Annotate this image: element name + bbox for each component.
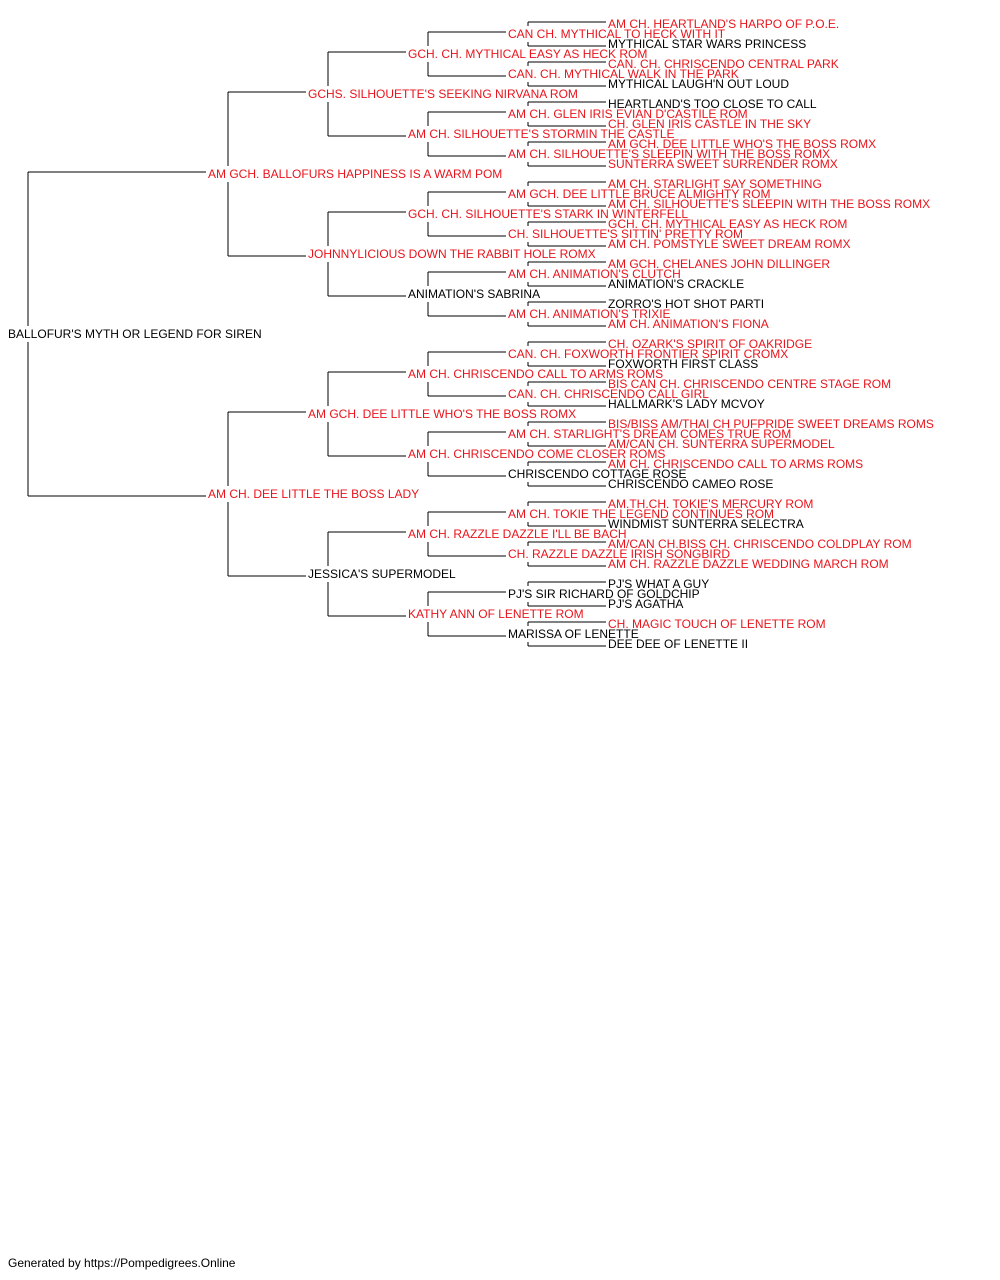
pedigree-entry-subject-sire-sire-sire-sire-sire: AM CH. HEARTLAND'S HARPO OF P.O.E. [608,17,839,31]
pedigree-entry-subject-dam-dam-dam-dam: MARISSA OF LENETTE [508,627,639,641]
pedigree-entry-subject-sire-dam-sire-sire: AM GCH. DEE LITTLE BRUCE ALMIGHTY ROM [508,187,771,201]
pedigree-entry-subject-dam-sire-dam-dam: CHRISCENDO COTTAGE ROSE [508,467,686,481]
pedigree-entry-subject-dam-sire-sire-dam-dam: HALLMARK'S LADY MCVOY [608,397,765,411]
pedigree-entry-subject-sire-sire: GCHS. SILHOUETTE'S SEEKING NIRVANA ROM [308,87,578,101]
pedigree-entry-subject-dam-sire-sire-dam: CAN. CH. CHRISCENDO CALL GIRL [508,387,709,401]
pedigree-entry-subject-dam-sire-sire: AM CH. CHRISCENDO CALL TO ARMS ROMS [408,367,663,381]
pedigree-entry-subject-dam-sire-sire-sire-sire: CH. OZARK'S SPIRIT OF OAKRIDGE [608,337,812,351]
pedigree-entry-subject-sire-sire-dam-sire: AM CH. GLEN IRIS EVIAN D'CASTILE ROM [508,107,748,121]
pedigree-entry-subject-sire-sire-sire-dam: CAN. CH. MYTHICAL WALK IN THE PARK [508,67,739,81]
pedigree-entry-subject-dam-dam-sire-dam-sire: AM/CAN CH.BISS CH. CHRISCENDO COLDPLAY R… [608,537,912,551]
pedigree-entry-subject-sire-sire-sire-dam-dam: MYTHICAL LAUGH'N OUT LOUD [608,77,789,91]
pedigree-entry-subject-dam-sire-dam-sire: AM CH. STARLIGHT'S DREAM COMES TRUE ROM [508,427,791,441]
pedigree-entry-subject-sire-sire-sire-sire-dam: MYTHICAL STAR WARS PRINCESS [608,37,806,51]
pedigree-entry-subject-dam-sire-sire-dam-sire: BIS CAN CH. CHRISCENDO CENTRE STAGE ROM [608,377,891,391]
pedigree-entry-subject-dam-dam-sire-sire: AM CH. TOKIE THE LEGEND CONTINUES ROM [508,507,774,521]
pedigree-entry-subject-sire-sire-dam-dam: AM CH. SILHOUETTE'S SLEEPIN WITH THE BOS… [508,147,830,161]
pedigree-entry-subject-sire-sire-dam-dam-dam: SUNTERRA SWEET SURRENDER ROMX [608,157,838,171]
pedigree-entry-subject-dam-sire-sire-sire-dam: FOXWORTH FIRST CLASS [608,357,758,371]
pedigree-entry-subject-dam-dam-dam-dam-sire: CH. MAGIC TOUCH OF LENETTE ROM [608,617,826,631]
pedigree-entry-subject-dam-sire-dam-dam-sire: AM CH. CHRISCENDO CALL TO ARMS ROMS [608,457,863,471]
pedigree-entry-subject-sire-sire-sire-sire: CAN CH. MYTHICAL TO HECK WITH IT [508,27,726,41]
pedigree-entry-subject-sire-sire-dam: AM CH. SILHOUETTE'S STORMIN THE CASTLE [408,127,675,141]
pedigree-entry-subject-sire-sire-sire: GCH. CH. MYTHICAL EASY AS HECK ROM [408,47,647,61]
pedigree-entry-subject-sire-dam-dam-sire-dam: ANIMATION'S CRACKLE [608,277,744,291]
pedigree-entry-subject-sire-dam-sire-sire-dam: AM CH. SILHOUETTE'S SLEEPIN WITH THE BOS… [608,197,930,211]
pedigree-entry-subject-dam-dam-dam-sire: PJ'S SIR RICHARD OF GOLDCHIP [508,587,700,601]
pedigree-entry-subject-sire-dam-sire: GCH. CH. SILHOUETTE'S STARK IN WINTERFEL… [408,207,688,221]
pedigree-entry-subject-sire-dam-dam-dam-sire: ZORRO'S HOT SHOT PARTI [608,297,764,311]
pedigree-entry-subject-sire-dam-sire-dam-dam: AM CH. POMSTYLE SWEET DREAM ROMX [608,237,850,251]
pedigree-entry-subject-dam: AM CH. DEE LITTLE THE BOSS LADY [208,487,419,501]
pedigree-entry-subject-sire-dam-sire-dam: CH. SILHOUETTE'S SITTIN' PRETTY ROM [508,227,743,241]
pedigree-entry-subject-dam-dam-sire-sire-sire: AM.TH.CH. TOKIE'S MERCURY ROM [608,497,813,511]
pedigree-entry-subject-dam-sire: AM GCH. DEE LITTLE WHO'S THE BOSS ROMX [308,407,576,421]
pedigree-entry-subject-sire-dam-sire-dam-sire: GCH. CH. MYTHICAL EASY AS HECK ROM [608,217,847,231]
pedigree-entry-subject-dam-dam-sire-sire-dam: WINDMIST SUNTERRA SELECTRA [608,517,804,531]
pedigree-entry-subject-dam-sire-dam-sire-dam: AM/CAN CH. SUNTERRA SUPERMODEL [608,437,835,451]
pedigree-entry-subject-dam-dam: JESSICA'S SUPERMODEL [308,567,456,581]
pedigree-entry-subject-dam-dam-dam: KATHY ANN OF LENETTE ROM [408,607,584,621]
pedigree-entry-subject-dam-sire-dam-sire-sire: BIS/BISS AM/THAI CH PUFPRIDE SWEET DREAM… [608,417,934,431]
footer-credit: Generated by https://Pompedigrees.Online [8,1256,236,1270]
pedigree-entry-subject-dam-sire-sire-sire: CAN. CH. FOXWORTH FRONTIER SPIRIT CROMX [508,347,788,361]
pedigree-entry-subject-dam-dam-dam-dam-dam: DEE DEE OF LENETTE II [608,637,748,651]
pedigree-entry-subject-sire-sire-dam-sire-dam: CH. GLEN IRIS CASTLE IN THE SKY [608,117,811,131]
pedigree-entry-subject-dam-dam-sire-dam: CH. RAZZLE DAZZLE IRISH SONGBIRD [508,547,730,561]
pedigree-entry-subject-sire-sire-dam-sire-sire: HEARTLAND'S TOO CLOSE TO CALL [608,97,817,111]
pedigree-entry-subject-dam-dam-sire: AM CH. RAZZLE DAZZLE I'LL BE BACH [408,527,627,541]
pedigree-entry-subject-sire-dam-dam-dam-dam: AM CH. ANIMATION'S FIONA [608,317,769,331]
pedigree-entry-subject-sire-dam-dam: ANIMATION'S SABRINA [408,287,540,301]
pedigree-entry-subject-dam-sire-dam-dam-dam: CHRISCENDO CAMEO ROSE [608,477,773,491]
pedigree-entry-subject-sire-dam-dam-sire: AM CH. ANIMATION'S CLUTCH [508,267,681,281]
pedigree-entry-subject-sire-sire-sire-dam-sire: CAN. CH. CHRISCENDO CENTRAL PARK [608,57,839,71]
pedigree-entry-subject-sire-dam-dam-dam: AM CH. ANIMATION'S TRIXIE [508,307,671,321]
pedigree-entry-subject-sire: AM GCH. BALLOFURS HAPPINESS IS A WARM PO… [208,167,502,181]
pedigree-entry-subject-dam-dam-dam-sire-dam: PJ'S AGATHA [608,597,683,611]
pedigree-entry-subject-dam-dam-dam-sire-sire: PJ'S WHAT A GUY [608,577,709,591]
pedigree-entry-subject-sire-dam: JOHNNYLICIOUS DOWN THE RABBIT HOLE ROMX [308,247,596,261]
pedigree-entry-subject-dam-dam-sire-dam-dam: AM CH. RAZZLE DAZZLE WEDDING MARCH ROM [608,557,889,571]
pedigree-entry-subject-dam-sire-dam: AM CH. CHRISCENDO COME CLOSER ROMS [408,447,665,461]
pedigree-entry-subject: BALLOFUR'S MYTH OR LEGEND FOR SIREN [8,327,262,341]
pedigree-entry-subject-sire-dam-dam-sire-sire: AM GCH. CHELANES JOHN DILLINGER [608,257,830,271]
pedigree-entry-subject-sire-sire-dam-dam-sire: AM GCH. DEE LITTLE WHO'S THE BOSS ROMX [608,137,876,151]
pedigree-entry-subject-sire-dam-sire-sire-sire: AM CH. STARLIGHT SAY SOMETHING [608,177,822,191]
